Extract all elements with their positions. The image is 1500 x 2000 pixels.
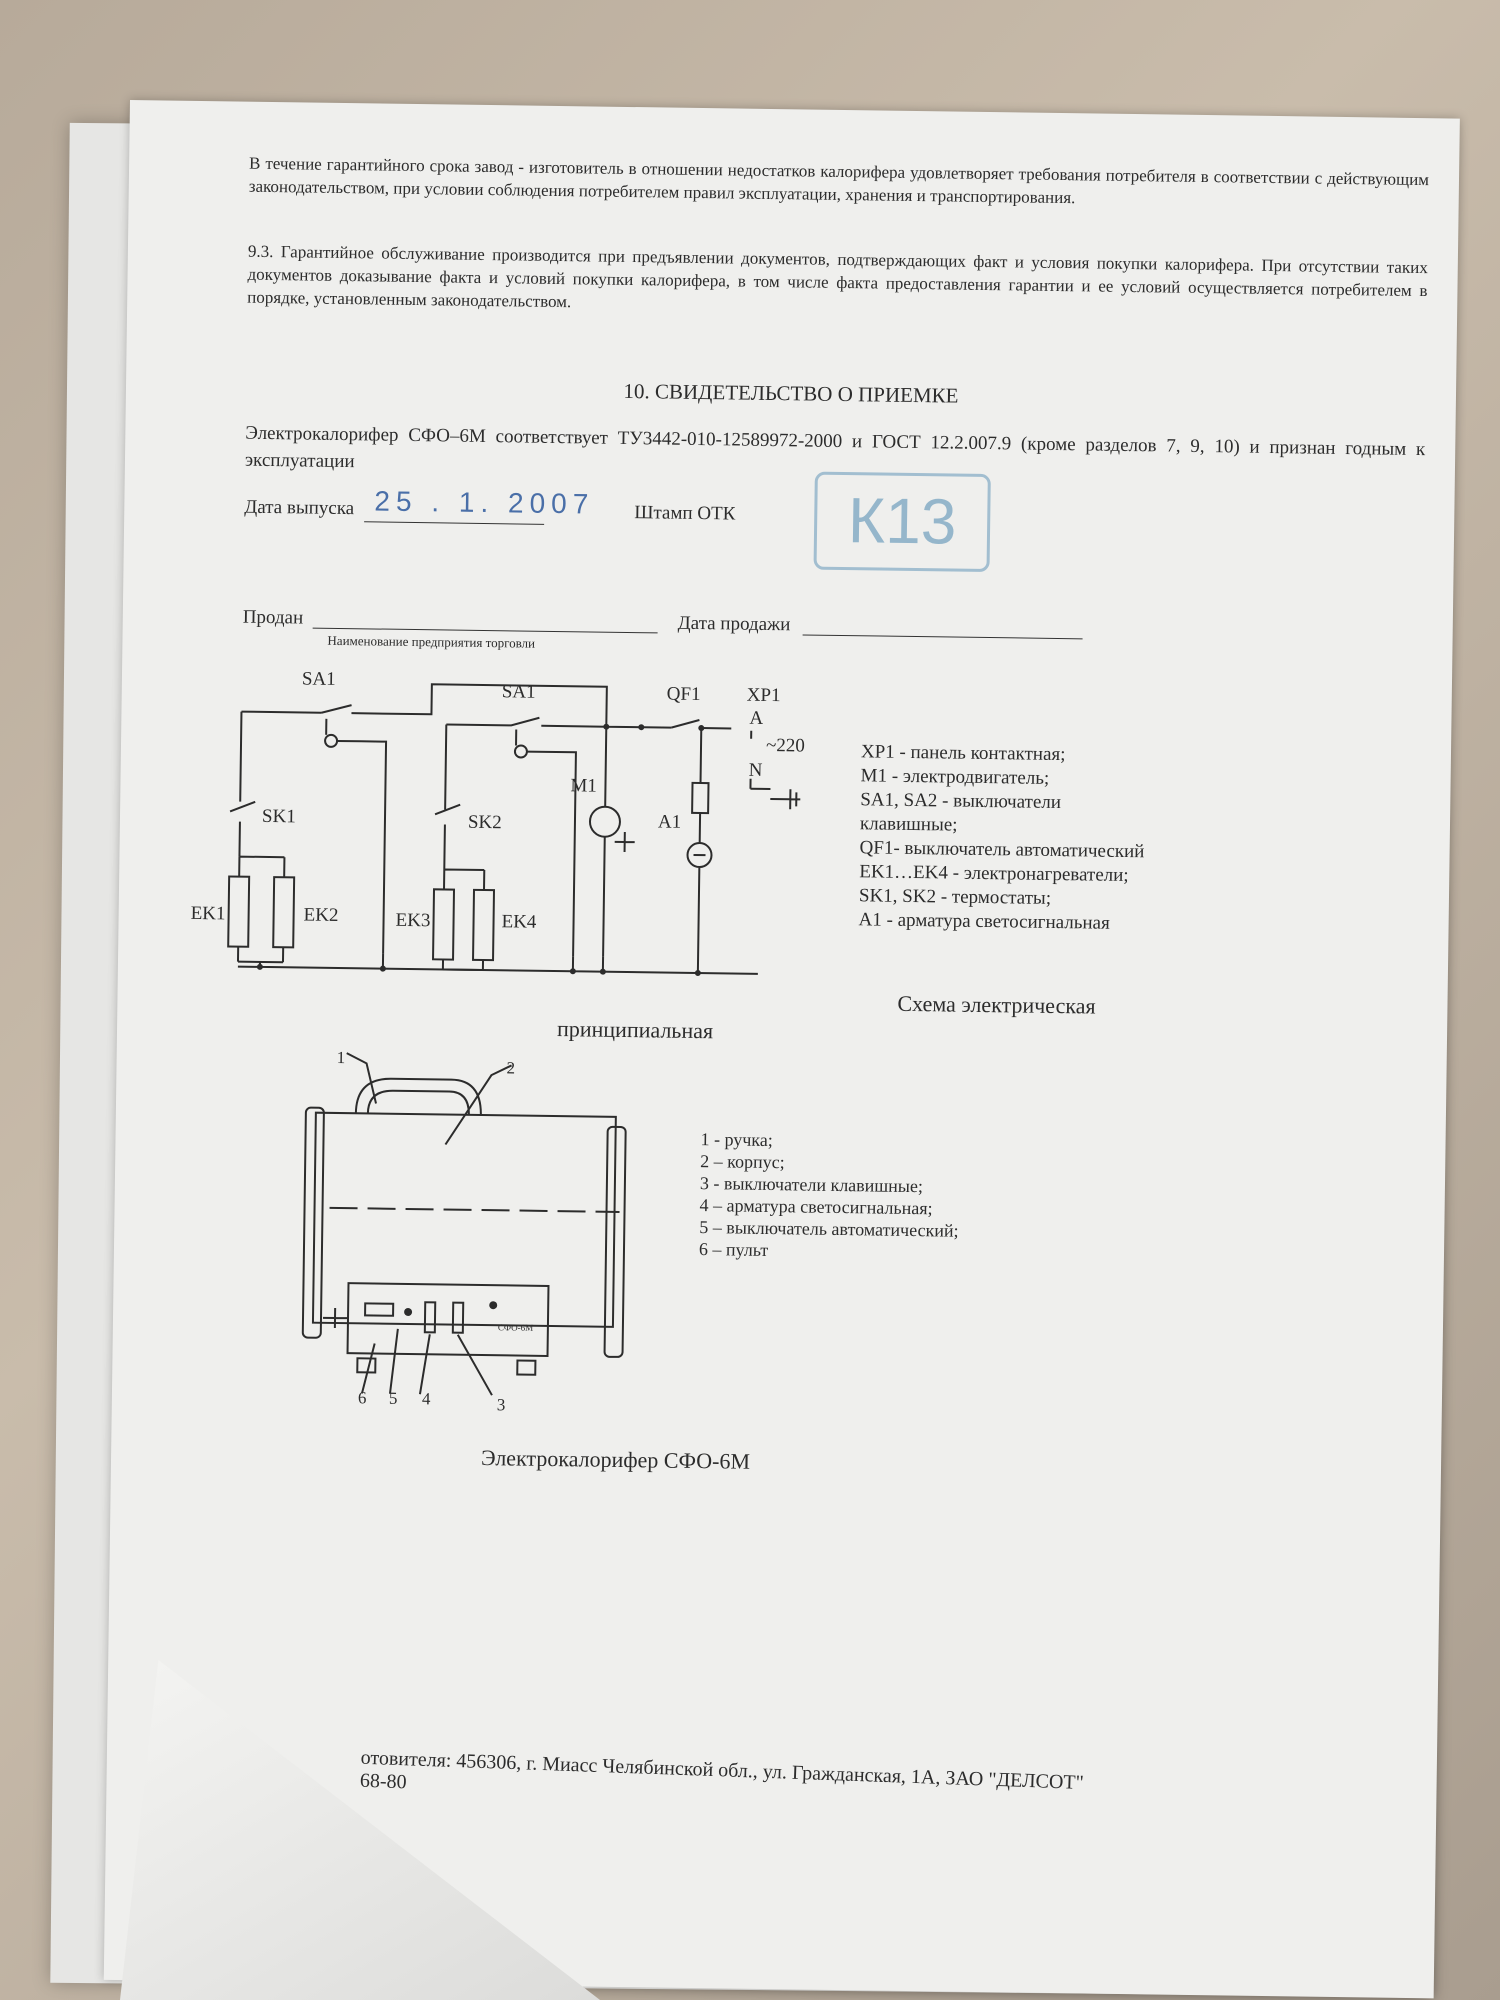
callout-1: 1 xyxy=(337,1048,346,1067)
label-a1: A1 xyxy=(658,811,682,832)
warranty-paragraph-1: В течение гарантийного срока завод - изг… xyxy=(248,153,1430,208)
release-date-value: 25 . 1. 2007 xyxy=(374,485,595,520)
sold-label: Продан xyxy=(242,606,304,629)
label-220: ~220 xyxy=(766,735,805,757)
label-m1: M1 xyxy=(570,775,597,796)
otk-stamp: К13 xyxy=(813,471,991,573)
schematic-legend: XP1 - панель контактная; M1 - электродви… xyxy=(858,740,1145,936)
callout-2: 2 xyxy=(506,1058,515,1077)
callout-6: 6 xyxy=(358,1388,367,1407)
label-sk1: SK1 xyxy=(262,806,296,827)
label-ek1: EK1 xyxy=(191,903,226,924)
device-drawing: 1 2 3 4 5 6 СФО-6М xyxy=(301,1048,627,1414)
panel-label: СФО-6М xyxy=(498,1322,533,1332)
schematic-caption-1: Схема электрическая xyxy=(897,990,1096,1019)
callout-3: 3 xyxy=(497,1395,506,1414)
sale-date-label: Дата продажи xyxy=(677,612,791,636)
circuit-schematic: SA1 SA1 QF1 XP1 A N ~220 M1 A1 SK1 SK2 E… xyxy=(191,668,805,977)
label-sa1-left: SA1 xyxy=(302,668,336,689)
label-n: N xyxy=(749,760,763,781)
label-ek2: EK2 xyxy=(303,905,338,926)
callout-5: 5 xyxy=(389,1389,398,1408)
warranty-paragraph-2: 9.3. Гарантийное обслуживание производит… xyxy=(247,241,1428,312)
stamp-label: Штамп ОТК xyxy=(634,502,736,525)
acceptance-heading: 10. СВИДЕТЕЛЬСТВО О ПРИЕМКЕ xyxy=(623,378,959,408)
schematic-caption-2: принципиальная xyxy=(556,1016,714,1044)
callout-4: 4 xyxy=(422,1389,431,1408)
label-sk2: SK2 xyxy=(468,812,502,833)
device-caption: Электрокалорифер СФО-6М xyxy=(480,1445,751,1474)
release-date-line xyxy=(364,521,545,525)
document-page: В течение гарантийного срока завод - изг… xyxy=(103,100,1460,1999)
label-sa1-right: SA1 xyxy=(502,681,536,702)
label-ek3: EK3 xyxy=(395,910,430,931)
device-legend: 1 - ручка; 2 – корпус; 3 - выключатели к… xyxy=(699,1128,960,1264)
device-legend-item: 6 – пульт xyxy=(698,1239,769,1261)
sale-date-line xyxy=(802,634,1083,640)
schematic-legend-item: A1 - арматура светосигнальная xyxy=(858,909,1110,934)
sold-hint: Наименование предприятия торговли xyxy=(327,632,536,651)
label-xp1: XP1 xyxy=(747,685,781,706)
label-a: A xyxy=(749,708,763,729)
label-ek4: EK4 xyxy=(501,911,537,932)
label-qf1: QF1 xyxy=(667,684,701,705)
release-date-label: Дата выпуска xyxy=(244,496,355,520)
